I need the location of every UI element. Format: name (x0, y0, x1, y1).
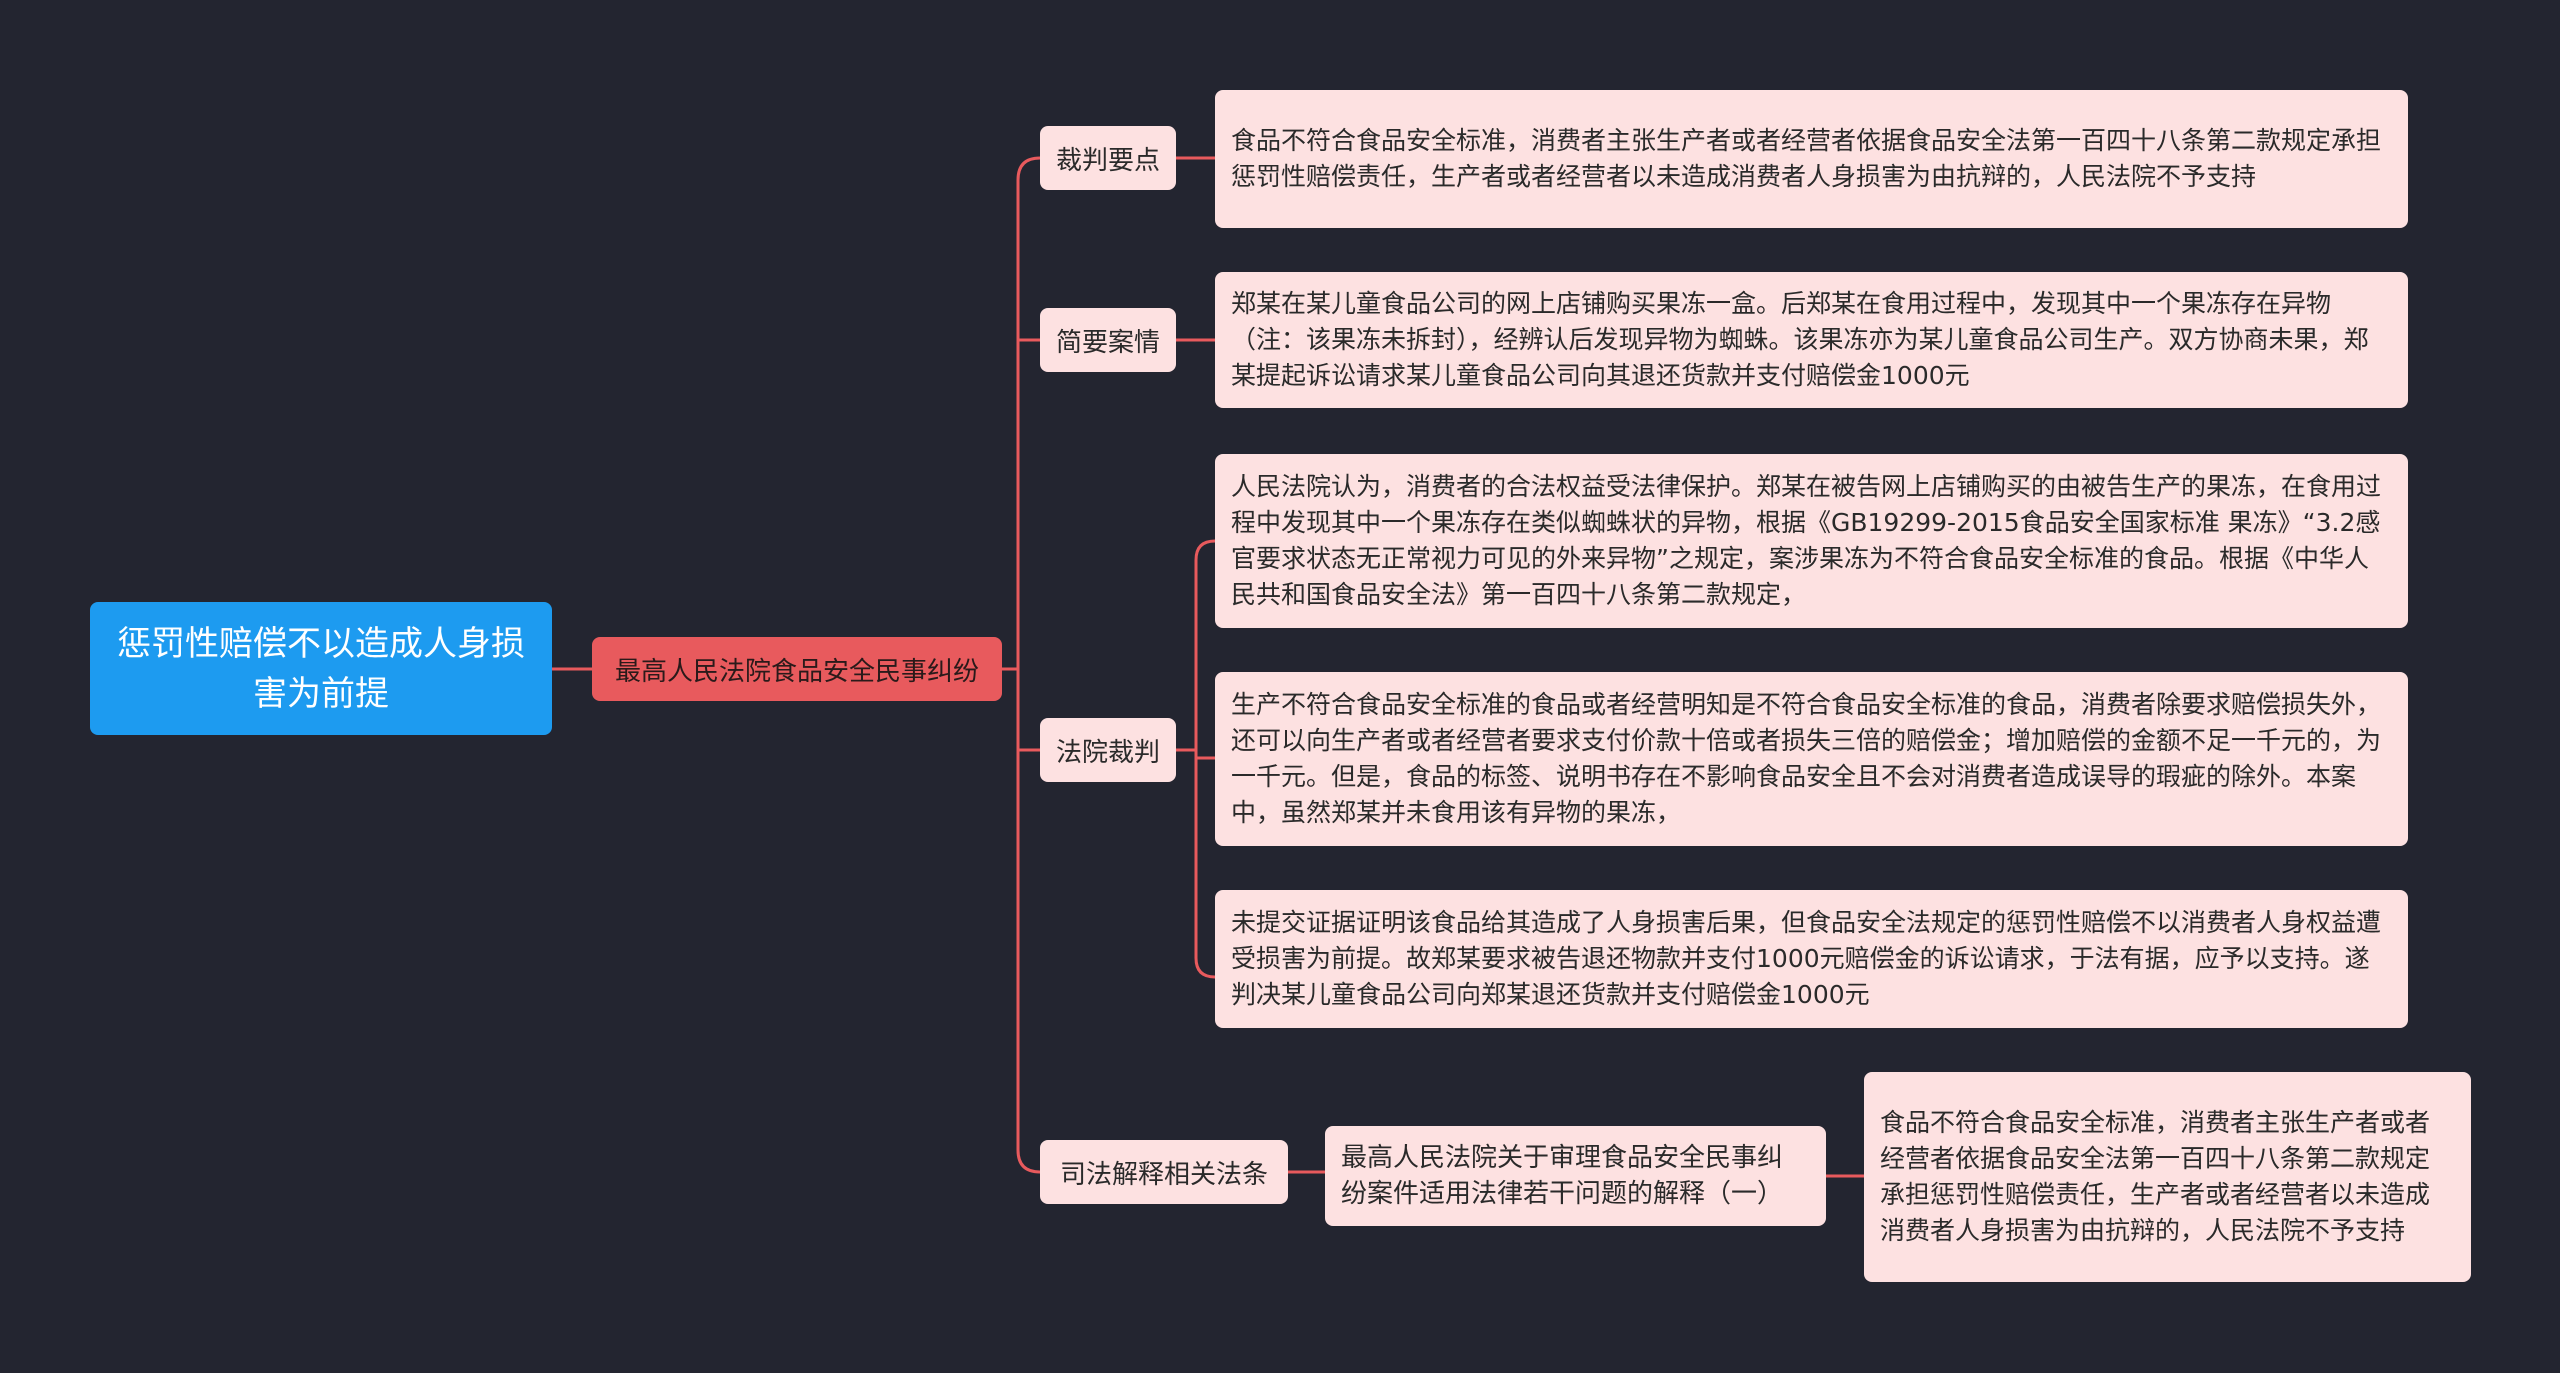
root-node-label: 惩罚性赔偿不以造成人身损害为前提 (117, 623, 525, 714)
leaf-text: 食品不符合食品安全标准，消费者主张生产者或者经营者依据食品安全法第一百四十八条第… (1880, 1108, 2431, 1245)
leaf-text: 郑某在某儿童食品公司的网上店铺购买果冻一盒。后郑某在食用过程中，发现其中一个果冻… (1231, 289, 2369, 390)
leaf-node-case-summary[interactable]: 郑某在某儿童食品公司的网上店铺购买果冻一盒。后郑某在食用过程中，发现其中一个果冻… (1215, 272, 2408, 408)
branch-label: 法院裁判 (1055, 737, 1160, 768)
connector-spine (1016, 156, 1042, 1174)
main-topic-label: 最高人民法院食品安全民事纠纷 (614, 656, 979, 687)
sub-node-interpretation-title[interactable]: 最高人民法院关于审理食品安全民事纠纷案件适用法律若干问题的解释（一） (1325, 1126, 1826, 1226)
main-topic-node[interactable]: 最高人民法院食品安全民事纠纷 (592, 637, 1002, 701)
leaf-node-court-judgment-3[interactable]: 未提交证据证明该食品给其造成了人身损害后果，但食品安全法规定的惩罚性赔偿不以消费… (1215, 890, 2408, 1028)
leaf-text: 食品不符合食品安全标准，消费者主张生产者或者经营者依据食品安全法第一百四十八条第… (1231, 126, 2382, 191)
leaf-text: 未提交证据证明该食品给其造成了人身损害后果，但食品安全法规定的惩罚性赔偿不以消费… (1231, 908, 2382, 1009)
branch-node-case-summary[interactable]: 简要案情 (1040, 308, 1176, 372)
leaf-text: 人民法院认为，消费者的合法权益受法律保护。郑某在被告网上店铺购买的由被告生产的果… (1231, 472, 2382, 609)
branch-label: 裁判要点 (1055, 145, 1160, 176)
branch-label: 简要案情 (1055, 327, 1160, 358)
leaf-node-court-judgment-2[interactable]: 生产不符合食品安全标准的食品或者经营明知是不符合食品安全标准的食品，消费者除要求… (1215, 672, 2408, 846)
root-node[interactable]: 惩罚性赔偿不以造成人身损害为前提 (90, 602, 552, 735)
leaf-node-ruling-points[interactable]: 食品不符合食品安全标准，消费者主张生产者或者经营者依据食品安全法第一百四十八条第… (1215, 90, 2408, 228)
connector-branch-3-bracket (1194, 539, 1217, 979)
sub-node-text: 最高人民法院关于审理食品安全民事纠纷案件适用法律若干问题的解释（一） (1341, 1143, 1784, 1209)
branch-node-ruling-points[interactable]: 裁判要点 (1040, 126, 1176, 190)
branch-node-judicial-interpretation[interactable]: 司法解释相关法条 (1040, 1140, 1288, 1204)
leaf-text: 生产不符合食品安全标准的食品或者经营明知是不符合食品安全标准的食品，消费者除要求… (1231, 690, 2382, 827)
branch-node-court-judgment[interactable]: 法院裁判 (1040, 718, 1176, 782)
leaf-node-interpretation-article[interactable]: 食品不符合食品安全标准，消费者主张生产者或者经营者依据食品安全法第一百四十八条第… (1864, 1072, 2471, 1282)
branch-label: 司法解释相关法条 (1059, 1159, 1268, 1190)
leaf-node-court-judgment-1[interactable]: 人民法院认为，消费者的合法权益受法律保护。郑某在被告网上店铺购买的由被告生产的果… (1215, 454, 2408, 628)
